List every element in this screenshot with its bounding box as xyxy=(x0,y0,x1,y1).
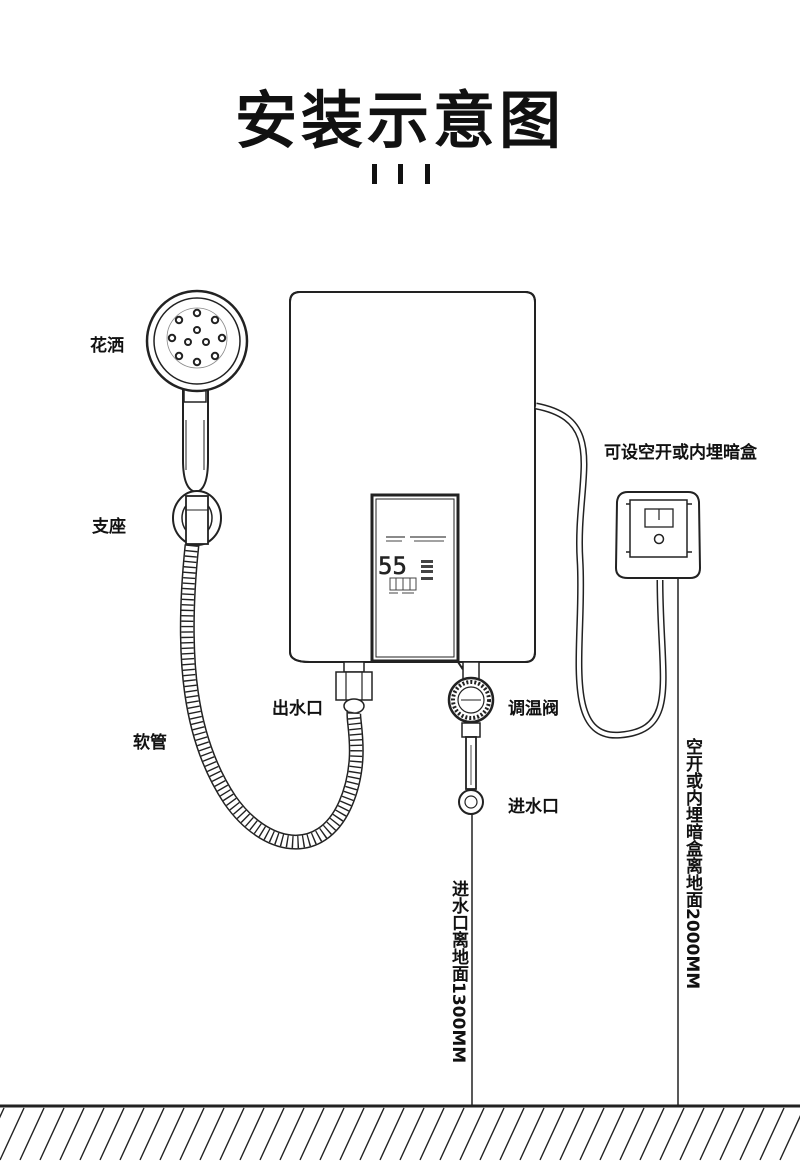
label-inlet-height: 进水口离地面1300MM xyxy=(448,880,468,1064)
hatch-line xyxy=(379,1107,405,1161)
hatch-line xyxy=(319,1107,345,1161)
hatch-line xyxy=(99,1107,125,1161)
shower-head xyxy=(145,289,249,494)
label-water-inlet: 进水口 xyxy=(508,797,559,817)
hatch-line xyxy=(599,1107,625,1161)
hatch-line xyxy=(279,1107,305,1161)
hatch-line xyxy=(559,1107,585,1161)
hatch-line xyxy=(59,1107,85,1161)
hatch-line xyxy=(639,1107,665,1161)
hatch-line xyxy=(139,1107,165,1161)
label-switch-height: 空开或内埋暗盒离地面2000MM xyxy=(682,738,702,990)
hatch-line xyxy=(39,1107,65,1161)
hatch-line xyxy=(579,1107,605,1161)
hatch-line xyxy=(219,1107,245,1161)
label-temp-valve: 调温阀 xyxy=(508,699,559,719)
label-hose: 软管 xyxy=(133,733,167,753)
hatch-line xyxy=(699,1107,725,1161)
hatch-line xyxy=(119,1107,145,1161)
control-panel: 55 xyxy=(370,493,460,663)
hatch-line xyxy=(359,1107,385,1161)
hatch-line xyxy=(239,1107,265,1161)
floor-hatching xyxy=(0,1104,800,1161)
hatch-line xyxy=(159,1107,185,1161)
switch-box xyxy=(614,491,702,579)
hatch-line xyxy=(179,1107,205,1161)
hatch-line xyxy=(439,1107,465,1161)
hatch-line xyxy=(779,1114,800,1161)
hatch-line xyxy=(259,1107,285,1161)
hatch-line xyxy=(659,1107,685,1161)
hatch-line xyxy=(399,1107,425,1161)
leader-lines xyxy=(471,578,679,1105)
hatch-line xyxy=(539,1107,565,1161)
outlet-fitting xyxy=(335,661,373,714)
label-switch-box: 可设空开或内埋暗盒 xyxy=(604,443,757,463)
hatch-line xyxy=(79,1107,105,1161)
hatch-line xyxy=(499,1107,525,1161)
hatch-line xyxy=(199,1107,225,1161)
label-bracket: 支座 xyxy=(92,517,126,537)
hatch-line xyxy=(0,1107,25,1161)
hatch-line xyxy=(739,1107,765,1161)
hatch-line xyxy=(459,1107,485,1161)
hatch-line xyxy=(759,1107,785,1161)
title-decoration xyxy=(370,164,434,184)
label-shower-head: 花洒 xyxy=(90,336,124,356)
hatch-line xyxy=(479,1107,505,1161)
panel-temperature-display: 55 xyxy=(378,552,407,580)
hatch-line xyxy=(299,1107,325,1161)
page-title: 安装示意图 xyxy=(234,84,565,157)
hatch-line xyxy=(419,1107,445,1161)
label-water-outlet: 出水口 xyxy=(272,699,323,719)
hatch-line xyxy=(519,1107,545,1161)
hatch-line xyxy=(719,1107,745,1161)
shower-hose xyxy=(179,544,364,850)
shower-bracket xyxy=(172,490,222,546)
temperature-valve xyxy=(447,661,495,815)
hatch-line xyxy=(339,1107,365,1161)
hatch-line xyxy=(19,1107,45,1161)
hatch-line xyxy=(619,1107,645,1161)
power-cable xyxy=(535,402,667,739)
hatch-line xyxy=(679,1107,705,1161)
